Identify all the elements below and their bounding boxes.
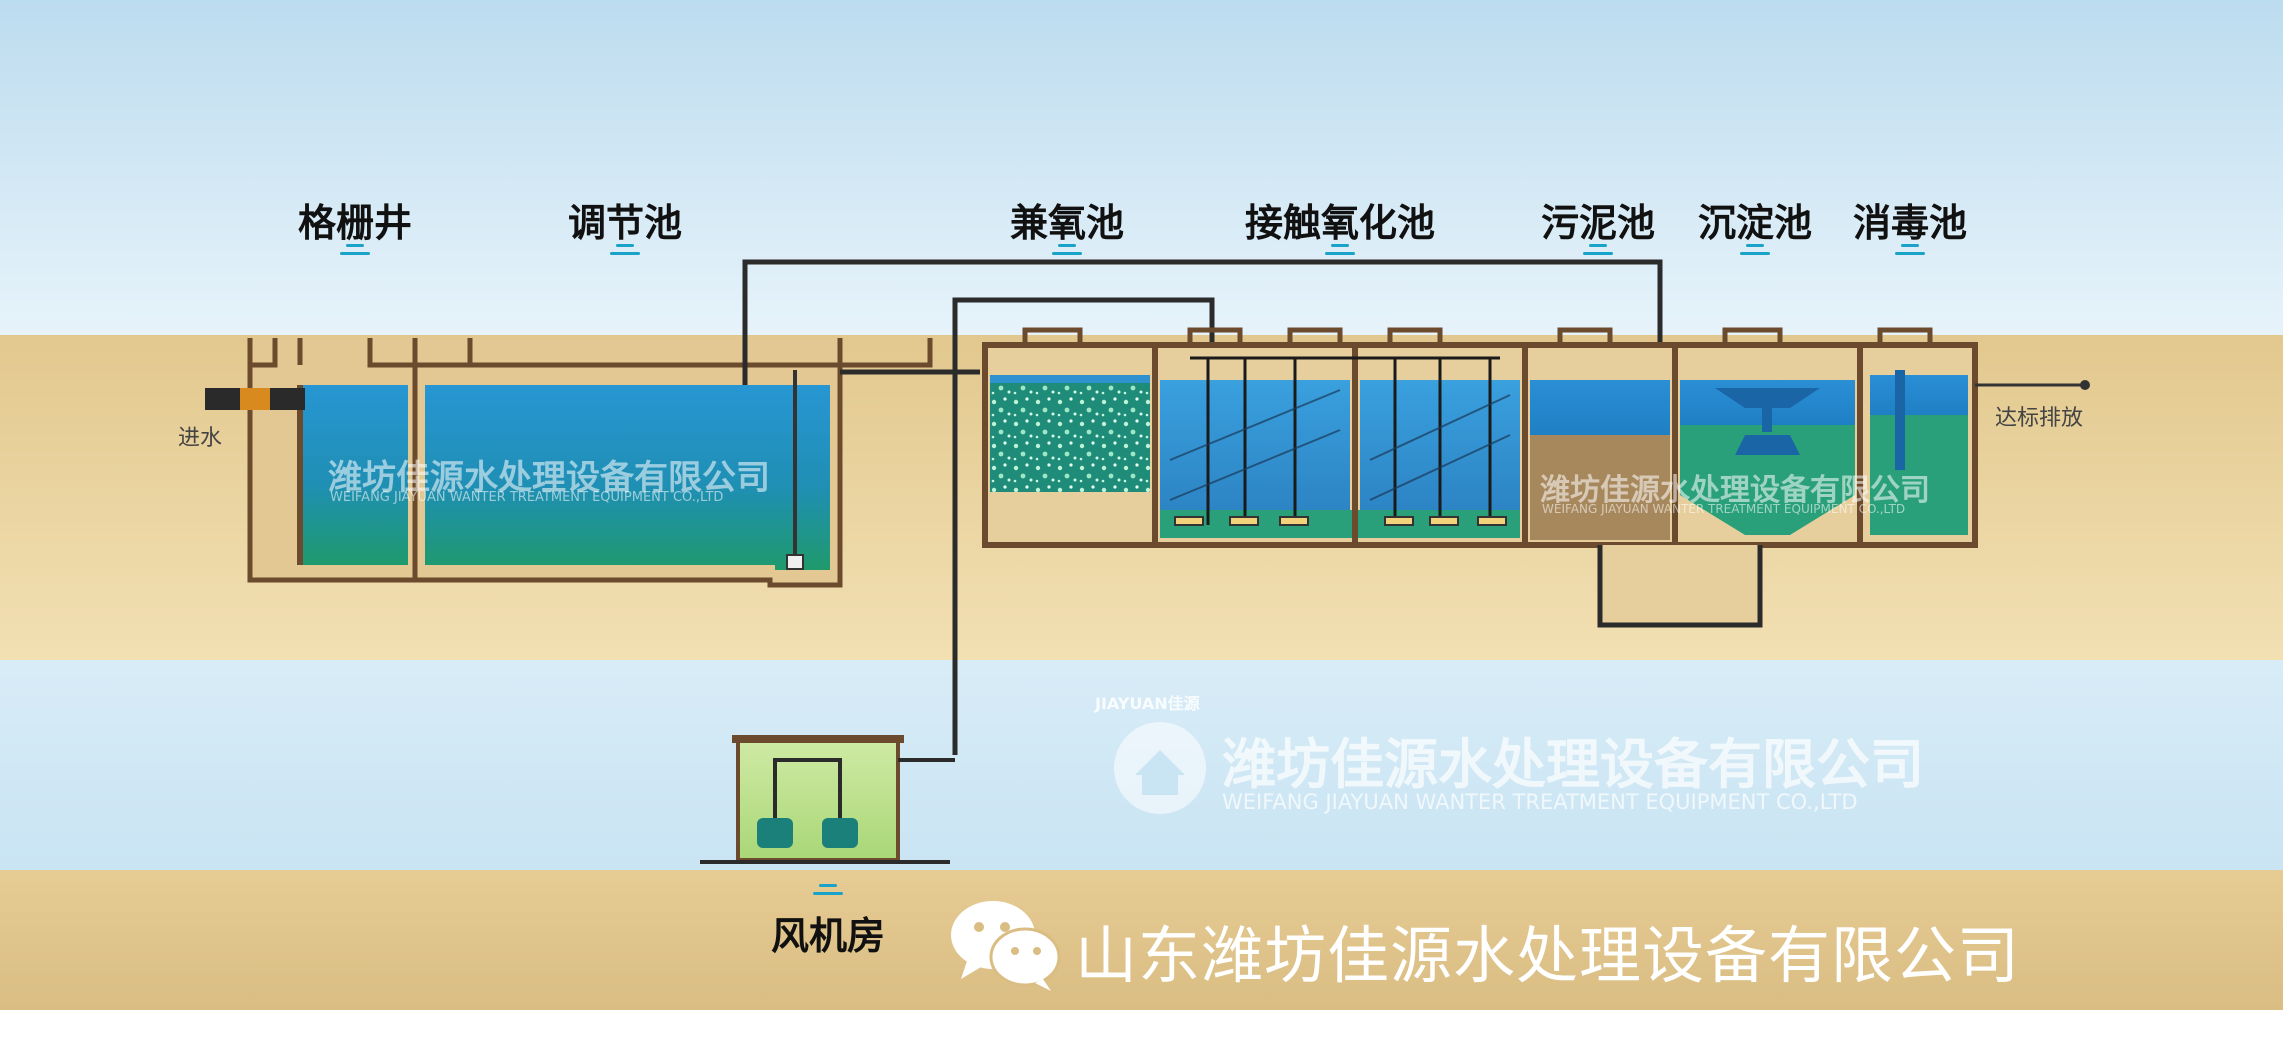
watermark-company-en: WEIFANG JIAYUAN WANTER TREATMENT EQUIPME… bbox=[330, 490, 724, 505]
label-anoxic-tank: 兼氧池 bbox=[1009, 201, 1125, 245]
equalization-tank bbox=[205, 338, 933, 588]
watermark-company-en: WEIFANG JIAYUAN WANTER TREATMENT EQUIPME… bbox=[1542, 502, 1906, 516]
label-equalization-tank: 调节池 bbox=[567, 201, 683, 245]
label-marker bbox=[1583, 244, 1613, 256]
treatment-train bbox=[982, 327, 2090, 628]
watermark-company-cn-large: 潍坊佳源水处理设备有限公司 bbox=[1222, 733, 1924, 796]
label-disinfection-tank: 消毒池 bbox=[1852, 201, 1968, 245]
label-sedimentation-tank: 沉淀池 bbox=[1697, 201, 1813, 245]
label-blower-room: 风机房 bbox=[770, 914, 886, 958]
watermark-company-cn: 潍坊佳源水处理设备有限公司 bbox=[328, 458, 770, 498]
watermark-company-en-large: WEIFANG JIAYUAN WANTER TREATMENT EQUIPME… bbox=[1222, 790, 1858, 814]
outlet-label: 达标排放 bbox=[1995, 406, 2084, 431]
blower-room bbox=[700, 735, 955, 864]
label-marker bbox=[610, 244, 640, 256]
label-marker bbox=[1895, 244, 1925, 256]
label-contact-oxidation-tank: 接触氧化池 bbox=[1244, 201, 1436, 245]
label-marker bbox=[340, 244, 370, 256]
watermark-company-cn: 潍坊佳源水处理设备有限公司 bbox=[1540, 473, 1930, 508]
label-marker bbox=[813, 884, 843, 896]
label-marker bbox=[1052, 244, 1082, 256]
label-marker bbox=[1325, 244, 1355, 256]
label-sludge-tank: 污泥池 bbox=[1540, 201, 1656, 245]
footer-company-name: 山东潍坊佳源水处理设备有限公司 bbox=[1075, 919, 2021, 992]
label-marker bbox=[1740, 244, 1770, 256]
watermark-logo-icon bbox=[1114, 722, 1206, 814]
watermark-brand-small: JIAYUAN佳源 bbox=[1095, 694, 1200, 713]
label-grille-well: 格栅井 bbox=[297, 201, 413, 245]
inlet-label: 进水 bbox=[178, 426, 223, 451]
wechat-icon bbox=[951, 901, 1061, 991]
